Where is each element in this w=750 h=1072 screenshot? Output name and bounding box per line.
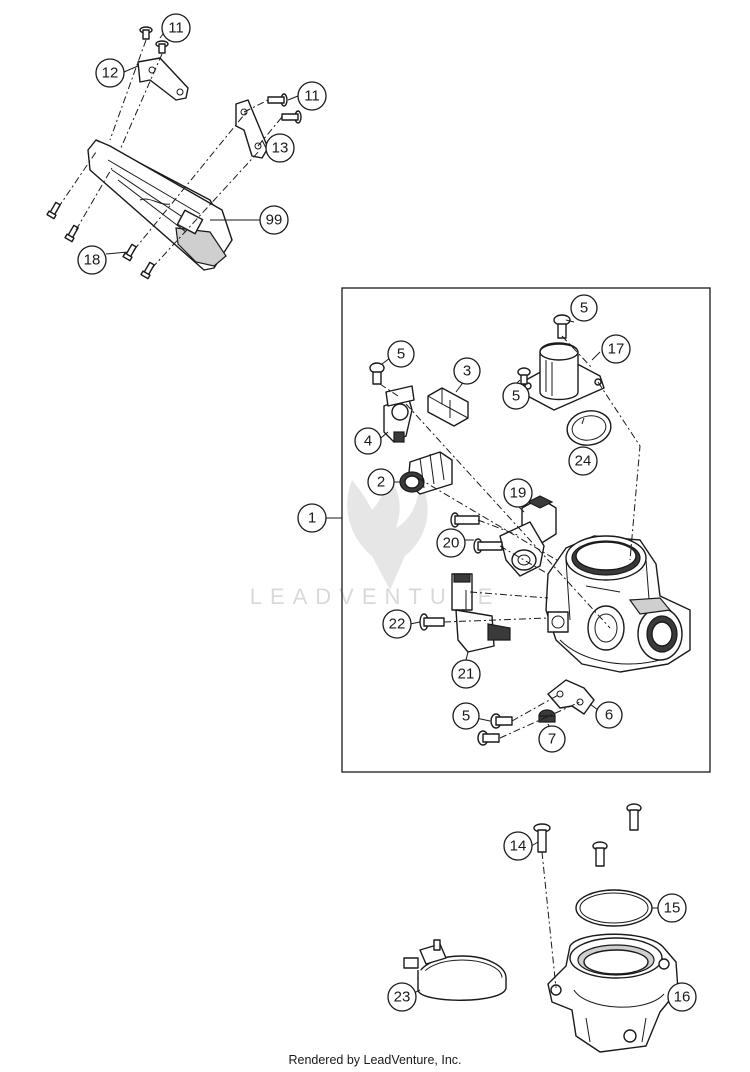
ecu-unit-part-99 [87,139,233,271]
callout-11-upper: 11 [161,13,191,43]
callout-20: 20 [436,528,466,558]
hose-clamp-part-23 [403,939,507,1001]
svg-text:2: 2 [377,474,385,491]
screw-part-14 [533,823,551,853]
callout-15: 15 [657,893,687,923]
callout-3: 3 [453,357,481,385]
screw-part-20 [450,512,503,554]
screw-part-14-b [626,803,642,831]
callout-18: 18 [77,245,107,275]
ecu-bracket-group [46,26,302,280]
screw-part-22 [419,613,445,631]
callout-22: 22 [382,609,412,639]
callout-5-small: 5 [502,382,530,410]
intake-manifold-part-16 [547,933,679,1053]
svg-text:3: 3 [463,363,471,380]
svg-text:7: 7 [548,731,556,748]
rivet-part-11-right [267,93,302,124]
svg-text:5: 5 [462,708,470,725]
svg-text:11: 11 [304,88,320,105]
bracket-part-13 [235,99,269,159]
sensor-part-4 [383,385,415,443]
svg-text:11: 11 [168,20,184,37]
callout-5-bottom: 5 [452,702,480,730]
screw-part-18 [46,201,155,280]
svg-text:5: 5 [397,346,405,363]
callout-2: 2 [367,468,395,496]
callout-5-top: 5 [570,294,598,322]
o-ring-part-24 [566,410,612,446]
svg-text:1: 1 [308,510,316,527]
svg-text:13: 13 [272,140,289,157]
callout-19: 19 [503,478,533,508]
svg-text:18: 18 [84,252,101,269]
callout-6: 6 [595,701,623,729]
intake-manifold-group [403,803,679,1053]
map-sensor-part-21 [451,573,511,653]
throttle-body-frame [341,287,711,773]
screw-part-14-c [592,841,608,867]
svg-text:99: 99 [266,212,283,229]
callout-24-label: 24 [568,446,598,476]
svg-text:21: 21 [458,666,475,683]
svg-text:6: 6 [605,707,613,724]
svg-text:17: 17 [608,341,625,358]
callout-5-left: 5 [387,340,415,368]
svg-text:22: 22 [389,616,406,633]
callout-16: 16 [667,982,697,1012]
o-ring-part-15 [575,889,653,927]
throttle-body-housing [545,535,691,673]
svg-text:5: 5 [580,300,588,317]
throttle-body-group [369,314,691,746]
callout-14: 14 [503,831,533,861]
plug-part-7 [538,709,556,723]
idle-actuator-part-17 [519,342,605,411]
clip-part-3 [427,387,469,427]
footer-credit: Rendered by LeadVenture, Inc. [288,1053,462,1067]
rivet-part-11-upper [139,26,169,54]
callout-4: 4 [354,427,382,455]
screw-part-5-left [369,362,385,385]
svg-text:14: 14 [510,838,527,855]
screw-part-5-bottom [477,713,513,746]
watermark-logo-icon [347,474,428,590]
svg-text:23: 23 [394,989,411,1006]
callout-7: 7 [538,725,566,753]
svg-text:15: 15 [664,900,681,917]
screw-part-5-top [553,314,571,339]
callout-11-right: 11 [297,81,327,111]
callout-21: 21 [451,659,481,689]
callout-23: 23 [387,982,417,1012]
svg-text:12: 12 [102,65,119,82]
svg-text:24: 24 [575,453,592,470]
bracket-part-12 [137,57,189,101]
screw-part-5-small [517,367,531,385]
svg-text:20: 20 [443,535,460,552]
callout-17: 17 [601,334,631,364]
callout-1: 1 [297,503,327,533]
bracket-part-6 [547,679,595,715]
callout-99: 99 [259,205,289,235]
svg-text:16: 16 [674,989,691,1006]
svg-text:19: 19 [510,485,527,502]
callout-12: 12 [95,58,125,88]
callout-13: 13 [265,133,295,163]
svg-text:4: 4 [364,433,372,450]
injector-part-2 [399,451,453,495]
svg-text:5: 5 [512,388,520,405]
tps-sensor-part-19 [499,495,557,577]
